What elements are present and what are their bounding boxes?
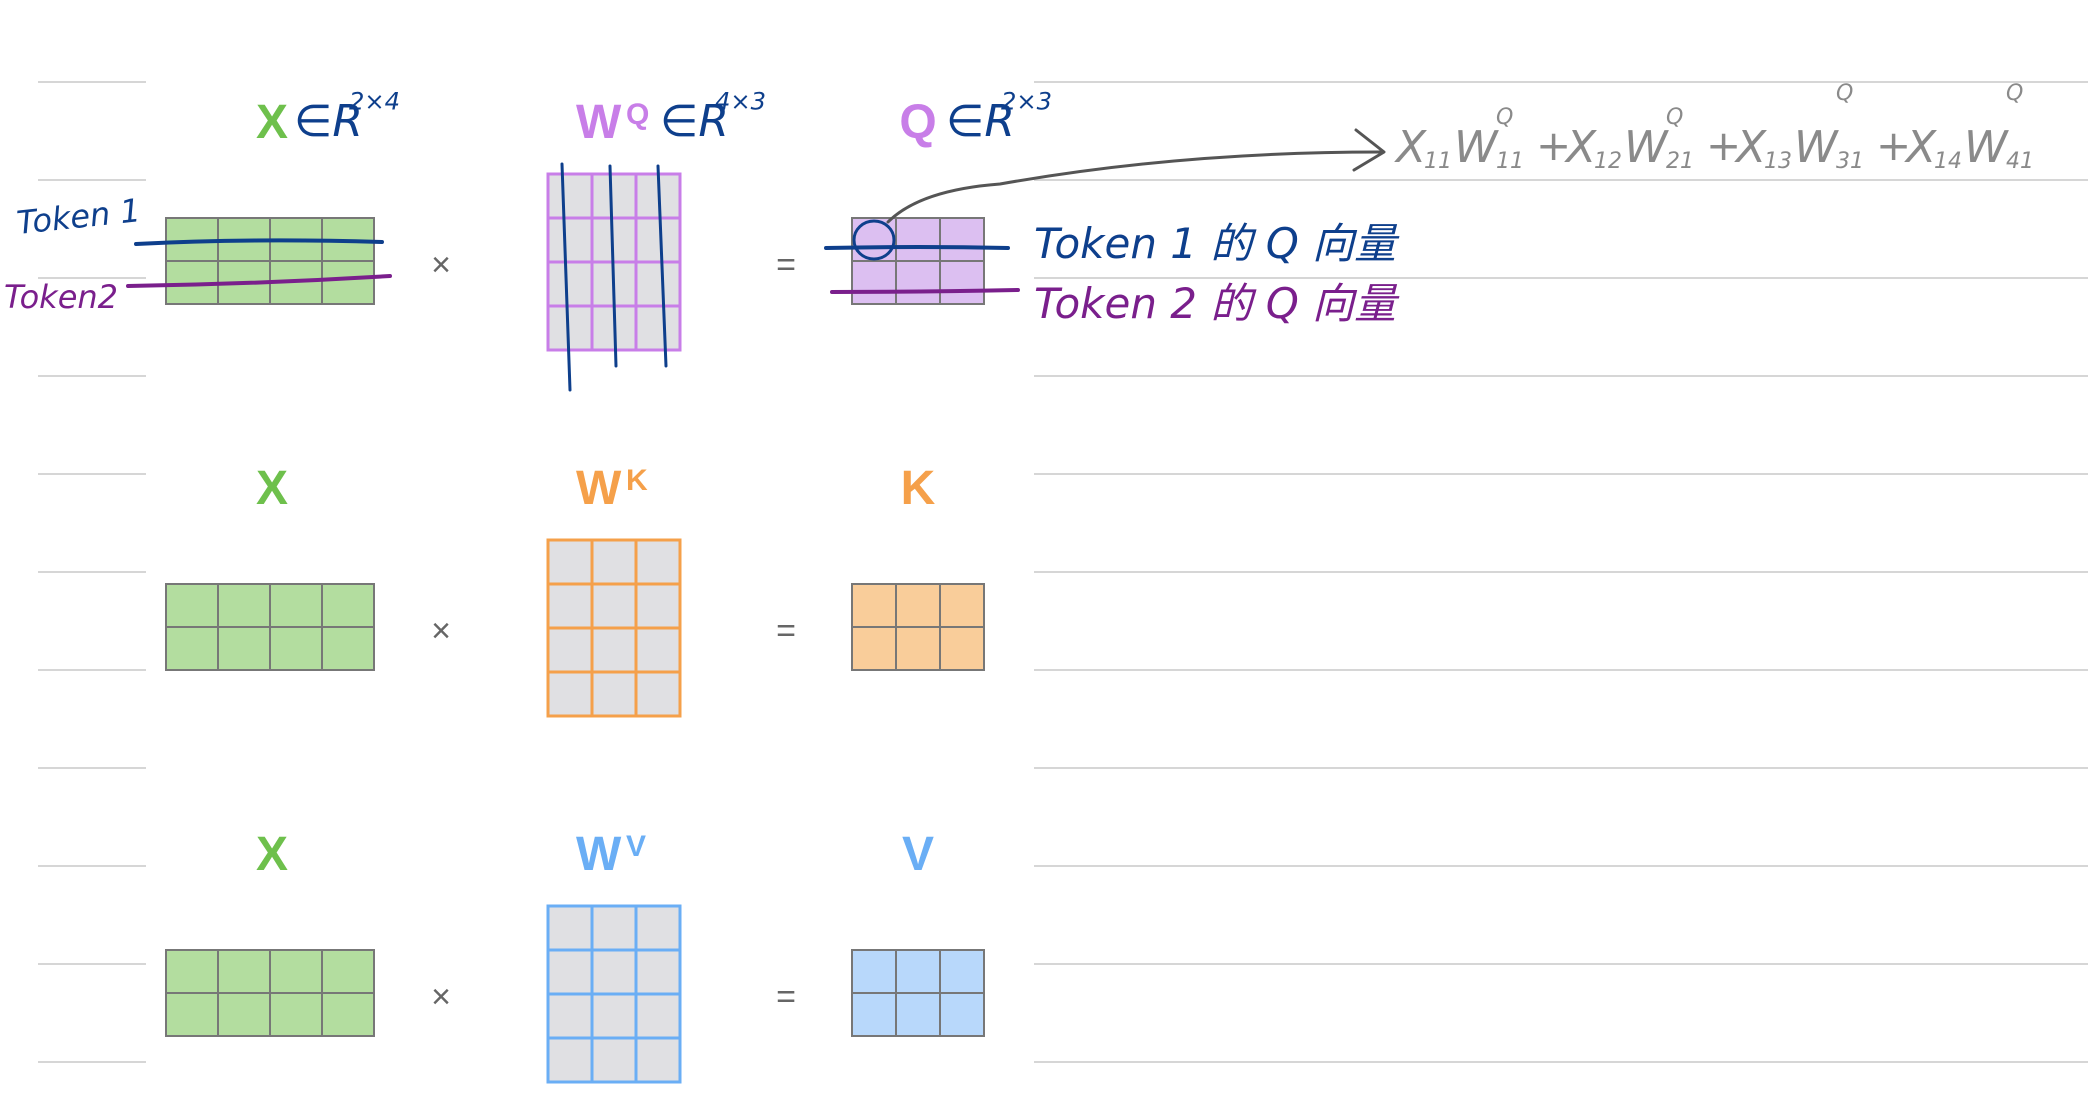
w-label: W — [576, 96, 622, 149]
equals-sign: = — [776, 978, 796, 1016]
formula-w: W — [1964, 122, 2009, 173]
formula-w: W — [1624, 122, 1669, 173]
equals-sign: = — [776, 246, 796, 284]
x-label: X — [256, 96, 288, 149]
token1-q-vector-label: Token 1 的 Q 向量 — [1034, 219, 1400, 268]
x-label: X — [256, 462, 288, 515]
w-superscript: V — [626, 830, 646, 863]
output-matrix — [851, 217, 985, 305]
formula-w-superscript: Q — [1496, 105, 1513, 130]
q-dimension-superscript: 2×3 — [1001, 88, 1052, 116]
times-sign: × — [431, 612, 451, 650]
times-sign: × — [431, 978, 451, 1016]
w-column-line — [608, 164, 618, 368]
formula-x: X — [1564, 122, 1597, 173]
plus-sign: + — [1706, 121, 1741, 170]
formula-x-subscript: 13 — [1764, 149, 1792, 174]
output-label: K — [901, 462, 936, 515]
x-matrix — [165, 217, 375, 305]
plus-sign: + — [1536, 121, 1571, 170]
formula-x-subscript: 12 — [1594, 149, 1622, 174]
formula-w-superscript: Q — [2006, 81, 2023, 106]
x-label: X — [256, 828, 288, 881]
formula-w-subscript: 41 — [2006, 149, 2034, 174]
output-label: V — [902, 828, 934, 881]
token1-label: Token 1 — [15, 191, 142, 242]
formula-x-subscript: 11 — [1424, 149, 1452, 174]
q-row2-line — [830, 288, 1020, 294]
arrow-head-icon — [1352, 128, 1386, 172]
w-label: W — [576, 828, 622, 881]
w-matrix — [546, 538, 682, 718]
ruled-lines — [38, 81, 2088, 1063]
w-matrix — [546, 904, 682, 1084]
x-matrix — [165, 583, 375, 671]
output-label: Q — [899, 96, 936, 149]
formula-w-subscript: 21 — [1666, 149, 1694, 174]
formula-w-subscript: 11 — [1496, 149, 1524, 174]
q-row1-line — [824, 245, 1010, 250]
output-matrix — [851, 949, 985, 1037]
w-column-line — [656, 164, 668, 368]
formula-x: X — [1394, 122, 1427, 173]
formula-w-subscript: 31 — [1836, 149, 1864, 174]
q11-circle — [852, 219, 896, 261]
x-matrix — [165, 949, 375, 1037]
formula-w: W — [1794, 122, 1839, 173]
token2-row-line — [126, 274, 392, 288]
formula-x-subscript: 14 — [1934, 149, 1962, 174]
token2-label: Token2 — [4, 278, 118, 316]
plus-sign: + — [1876, 121, 1911, 170]
output-matrix — [851, 583, 985, 671]
w-superscript: Q — [626, 98, 649, 131]
token2-q-vector-label: Token 2 的 Q 向量 — [1034, 279, 1400, 328]
w-label: W — [576, 462, 622, 515]
q-dimension: ∈R — [946, 96, 1015, 147]
w-column-line — [560, 162, 572, 392]
formula-w: W — [1454, 122, 1499, 173]
formula-w-superscript: Q — [1836, 81, 1853, 106]
formula-w-superscript: Q — [1666, 105, 1683, 130]
w-dimension-superscript: 4×3 — [715, 88, 766, 116]
x-dimension: ∈R — [294, 96, 363, 147]
w-superscript: K — [626, 464, 648, 497]
expansion-arrow — [886, 150, 1382, 224]
formula-x: X — [1904, 122, 1937, 173]
equals-sign: = — [776, 612, 796, 650]
w-dimension: ∈R — [660, 96, 729, 147]
token1-row-line — [134, 238, 384, 246]
formula-x: X — [1734, 122, 1767, 173]
x-dimension-superscript: 2×4 — [349, 88, 400, 116]
times-sign: × — [431, 246, 451, 284]
